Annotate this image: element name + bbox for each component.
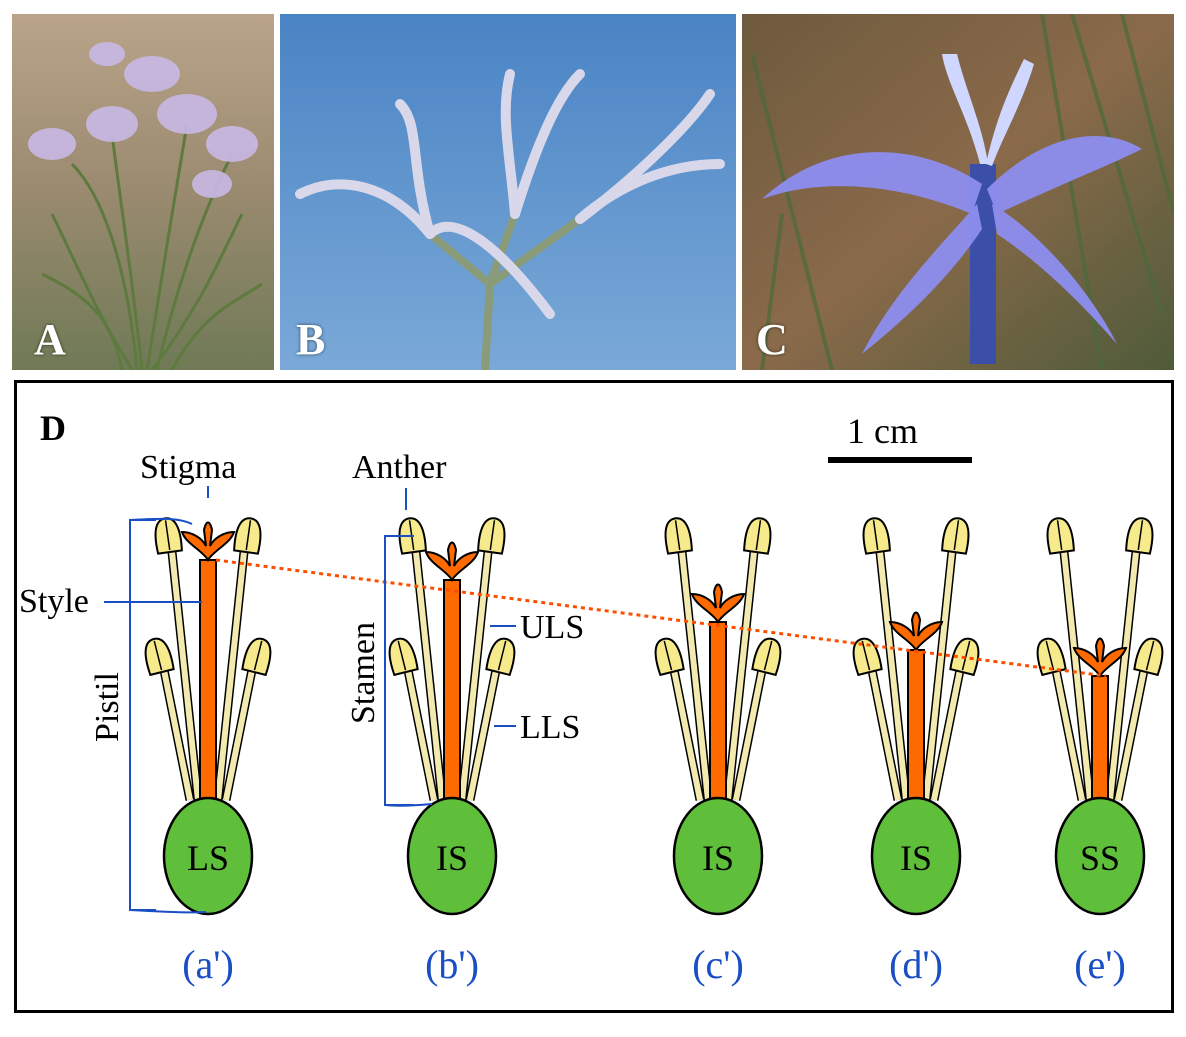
- photo-c: C: [742, 14, 1174, 370]
- filament: [1061, 551, 1093, 801]
- stamen-label: Stamen: [345, 622, 382, 724]
- flowers-group: LS (a') IS (b') IS (c') IS (d') SS (e'): [140, 515, 1168, 987]
- flower-schematic: IS (c'): [650, 515, 786, 987]
- plant-clump-image: [12, 14, 274, 370]
- flower-closeup-image: [742, 14, 1174, 370]
- flower-schematic: IS (b'): [384, 515, 520, 987]
- filament: [1115, 669, 1147, 801]
- pistil-label: Pistil: [89, 672, 126, 742]
- ovary: [162, 796, 254, 916]
- stigma-height-trend-line: [215, 558, 1107, 678]
- filament: [679, 551, 711, 801]
- panel-letter-d: D: [40, 408, 66, 448]
- style: [1091, 675, 1109, 805]
- ovary-label: LS: [187, 838, 229, 878]
- filament: [725, 551, 757, 801]
- filament: [223, 669, 255, 801]
- style: [907, 649, 925, 805]
- panel-letter-a: A: [34, 315, 66, 364]
- scale-bar-label: 1 cm: [847, 411, 918, 451]
- ovary-label: SS: [1080, 838, 1120, 878]
- filament: [931, 669, 963, 801]
- flower-schematic: LS (a'): [140, 515, 276, 987]
- ovary: [1054, 796, 1146, 916]
- flower-morph-diagram: D 1 cm LS (a') IS (b') IS (c') IS (d') SS (e') St…: [14, 380, 1174, 1013]
- photo-a: A: [12, 14, 274, 370]
- filament: [733, 669, 765, 801]
- panel-letter-b: B: [296, 315, 326, 364]
- style: [709, 621, 727, 805]
- lls-label: LLS: [520, 709, 580, 746]
- inflorescence-image: [280, 14, 736, 370]
- photo-b: B: [280, 14, 736, 370]
- ovary-label: IS: [436, 838, 468, 878]
- flower-caption: (e'): [1074, 942, 1126, 987]
- filament: [467, 669, 499, 801]
- flower-schematic: IS (d'): [848, 515, 984, 987]
- ovary-label: IS: [702, 838, 734, 878]
- style: [199, 559, 217, 805]
- filament: [1107, 551, 1139, 801]
- filament: [405, 669, 437, 801]
- style: [443, 579, 461, 805]
- anther-label: Anther: [352, 449, 447, 486]
- filament: [459, 551, 491, 801]
- filament: [1053, 669, 1085, 801]
- flower-caption: (d'): [889, 942, 943, 987]
- filament: [877, 551, 909, 801]
- uls-label: ULS: [520, 609, 584, 646]
- flower-schematic: SS (e'): [1032, 515, 1168, 987]
- filament: [671, 669, 703, 801]
- stigma-label: Stigma: [140, 449, 236, 486]
- flower-caption: (b'): [425, 942, 479, 987]
- flower-caption: (a'): [182, 942, 234, 987]
- annotation-lines: [104, 486, 516, 914]
- style-label: Style: [19, 583, 89, 620]
- ovary-label: IS: [900, 838, 932, 878]
- filament: [161, 669, 193, 801]
- flower-caption: (c'): [692, 942, 744, 987]
- filament: [215, 551, 247, 801]
- filament: [869, 669, 901, 801]
- ovary: [870, 796, 962, 916]
- filament: [413, 551, 445, 801]
- filament: [923, 551, 955, 801]
- filament: [169, 551, 201, 801]
- ovary: [672, 796, 764, 916]
- panel-letter-c: C: [756, 315, 788, 364]
- ovary: [406, 796, 498, 916]
